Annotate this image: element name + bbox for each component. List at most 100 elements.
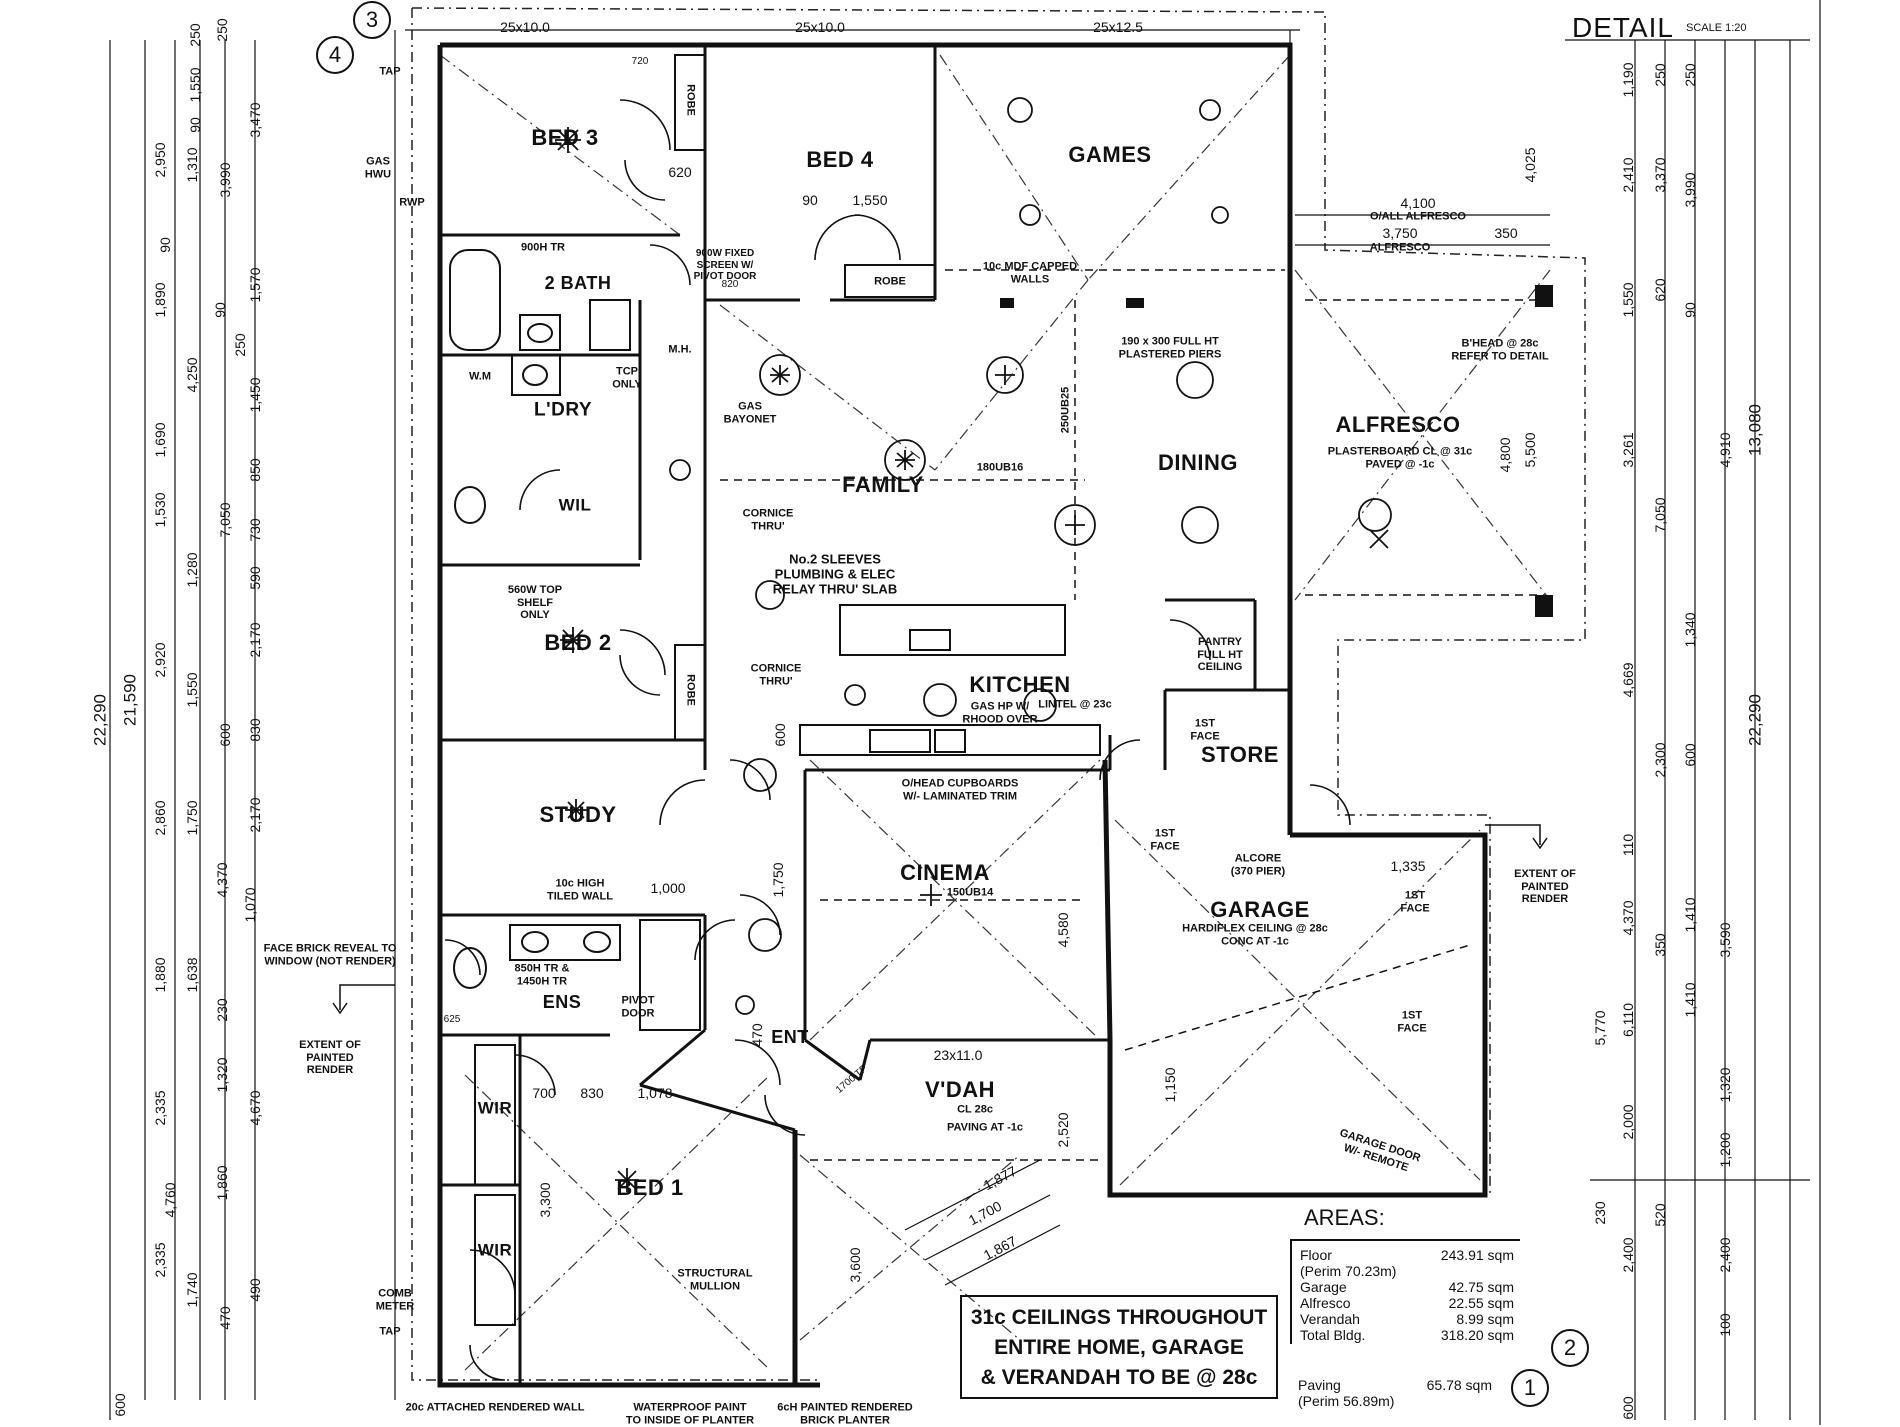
dim-right-33: 230 xyxy=(1592,1201,1608,1225)
dim-right-11: 3,261 xyxy=(1620,432,1636,468)
dim-right-25: 5,770 xyxy=(1592,1010,1608,1046)
note-mh: M.H. xyxy=(668,343,692,356)
area-label: (Perim 56.89m) xyxy=(1298,1393,1395,1410)
note-dial-alfresco: O/ALL ALFRESCO xyxy=(1370,210,1466,223)
left-dimension-lines xyxy=(109,30,396,1420)
note-vdah-paving: PAVING AT -1c xyxy=(947,1121,1023,1134)
dim-right-13: 13,080 xyxy=(1745,404,1765,456)
robes xyxy=(474,54,936,1326)
dim-left-6: 1,310 xyxy=(184,147,200,183)
note-attached-wall: 20c ATTACHED RENDERED WALL xyxy=(405,1401,585,1414)
dim-right-8: 1,550 xyxy=(1620,282,1636,318)
ceiling-note-line: & VERANDAH TO BE @ 28c xyxy=(980,1366,1258,1389)
dim-1070: 1,070 xyxy=(242,887,258,923)
dim-left-12: 90 xyxy=(212,302,228,318)
room-games: GAMES xyxy=(1068,142,1152,167)
note-pivot-door: PIVOT DOOR xyxy=(621,994,655,1019)
note-sleeves: No.2 SLEEVES PLUMBING & ELEC RELAY THRU'… xyxy=(772,551,898,597)
note-gas-hwu: GAS HWU xyxy=(364,155,392,180)
dim-right-34: 520 xyxy=(1652,1203,1668,1227)
dim-left-22: 590 xyxy=(247,566,263,590)
dim-left-43: 470 xyxy=(217,1306,233,1330)
dim-left-16: 1,690 xyxy=(152,422,168,458)
dim-1335: 1,335 xyxy=(1390,858,1426,874)
area-value: 42.75 sqm xyxy=(1448,1279,1514,1296)
entry-dimension-lines xyxy=(904,1159,1061,1286)
note-tcp: TCP ONLY xyxy=(612,365,642,390)
dim-3300: 3,300 xyxy=(537,1182,553,1218)
dim-right-17: 2,300 xyxy=(1652,742,1668,778)
room-dining: DINING xyxy=(1158,450,1238,475)
dim-720-a: 720 xyxy=(631,56,649,67)
area-label: Total Bldg. xyxy=(1300,1327,1366,1344)
note-beam-250ub25: 250UB25 xyxy=(1059,386,1072,434)
area-label: (Perim 70.23m) xyxy=(1300,1263,1397,1280)
dim-1550: 1,550 xyxy=(852,192,888,208)
note-gas-bayonet: GAS BAYONET xyxy=(723,400,777,425)
note-lintel: LINTEL @ 23c xyxy=(1038,698,1112,711)
marker-3: 3 xyxy=(353,1,391,39)
dim-350-a: 350 xyxy=(1494,225,1518,241)
marker-4: 4 xyxy=(316,36,354,74)
note-face-brick: FACE BRICK REVEAL TO WINDOW (NOT RENDER) xyxy=(263,942,397,967)
dim-left-35: 230 xyxy=(214,998,230,1022)
dim-right-16: 4,669 xyxy=(1620,662,1636,698)
dim-left-23: 2,170 xyxy=(247,622,263,658)
dim-left-17: 850 xyxy=(247,458,263,482)
dim-830: 830 xyxy=(580,1085,604,1101)
dim-1000: 1,000 xyxy=(650,880,686,896)
room-ens: ENS xyxy=(542,992,582,1012)
dim-1150: 1,150 xyxy=(1162,1067,1178,1103)
dim-4100: 4,100 xyxy=(1400,195,1436,211)
note-tiled-wall: 10c HIGH TILED WALL xyxy=(547,877,613,902)
dim-3750: 3,750 xyxy=(1382,225,1418,241)
dim-right-22: 1,410 xyxy=(1682,897,1698,933)
dim-left-9: 90 xyxy=(157,237,173,253)
dim-left-42: 1,740 xyxy=(184,1272,200,1308)
dim-left-18: 7,050 xyxy=(217,502,233,538)
dim-left-overall-2: 21,590 xyxy=(120,674,140,726)
note-extent-right: EXTENT OF PAINTED RENDER xyxy=(1514,868,1576,906)
dim-right-4: 2,410 xyxy=(1620,157,1636,193)
room-wil: WIL xyxy=(558,495,592,515)
note-alcore: ALCORE (370 PIER) xyxy=(1230,852,1286,877)
room-wir-2: WIR xyxy=(477,1240,513,1260)
dim-left-28: 2,860 xyxy=(152,800,168,836)
dim-1078: 1,078 xyxy=(637,1085,673,1101)
dim-left-15: 1,450 xyxy=(247,377,263,413)
note-comb-meter: COMB METER xyxy=(375,1287,415,1312)
room-bed4: BED 4 xyxy=(806,147,874,172)
dim-right-32: 2,400 xyxy=(1717,1237,1733,1273)
dim-right-21: 4,370 xyxy=(1620,900,1636,936)
dim-left-10: 1,570 xyxy=(247,267,263,303)
dim-top-2: 25x10.0 xyxy=(795,19,845,35)
detail-title: DETAIL xyxy=(1572,12,1674,43)
roof-hips xyxy=(439,54,1551,1371)
area-label: Paving xyxy=(1298,1377,1341,1393)
dim-left-14: 4,250 xyxy=(184,357,200,393)
dim-left-2: 1,550 xyxy=(187,67,203,103)
note-bhead: B'HEAD @ 28c REFER TO DETAIL xyxy=(1451,337,1549,362)
dim-right-12: 4,910 xyxy=(1717,432,1733,468)
dim-right-30: 1,200 xyxy=(1717,1132,1733,1168)
kitchen-joinery xyxy=(799,604,1101,756)
dim-left-5: 2,950 xyxy=(152,142,168,178)
area-row: (Perim 70.23m) xyxy=(1300,1263,1520,1279)
dim-left-4: 3,470 xyxy=(247,102,263,138)
dim-left-13: 250 xyxy=(232,333,248,357)
dim-right-9: 620 xyxy=(1652,278,1668,302)
dim-left-19: 1,530 xyxy=(152,492,168,528)
ceiling-note-line: ENTIRE HOME, GARAGE xyxy=(994,1336,1244,1359)
note-mdf-walls: 10c MDF CAPPED WALLS xyxy=(982,260,1078,285)
dim-right-15: 1,340 xyxy=(1682,612,1698,648)
dim-left-45: 600 xyxy=(112,1393,128,1417)
dim-top-1: 25x10.0 xyxy=(500,19,550,35)
dim-625: 625 xyxy=(443,1014,461,1025)
dim-470: 470 xyxy=(749,1023,765,1047)
note-piers: 190 x 300 FULL HT PLASTERED PIERS xyxy=(1118,335,1222,360)
piers xyxy=(1000,285,1553,617)
